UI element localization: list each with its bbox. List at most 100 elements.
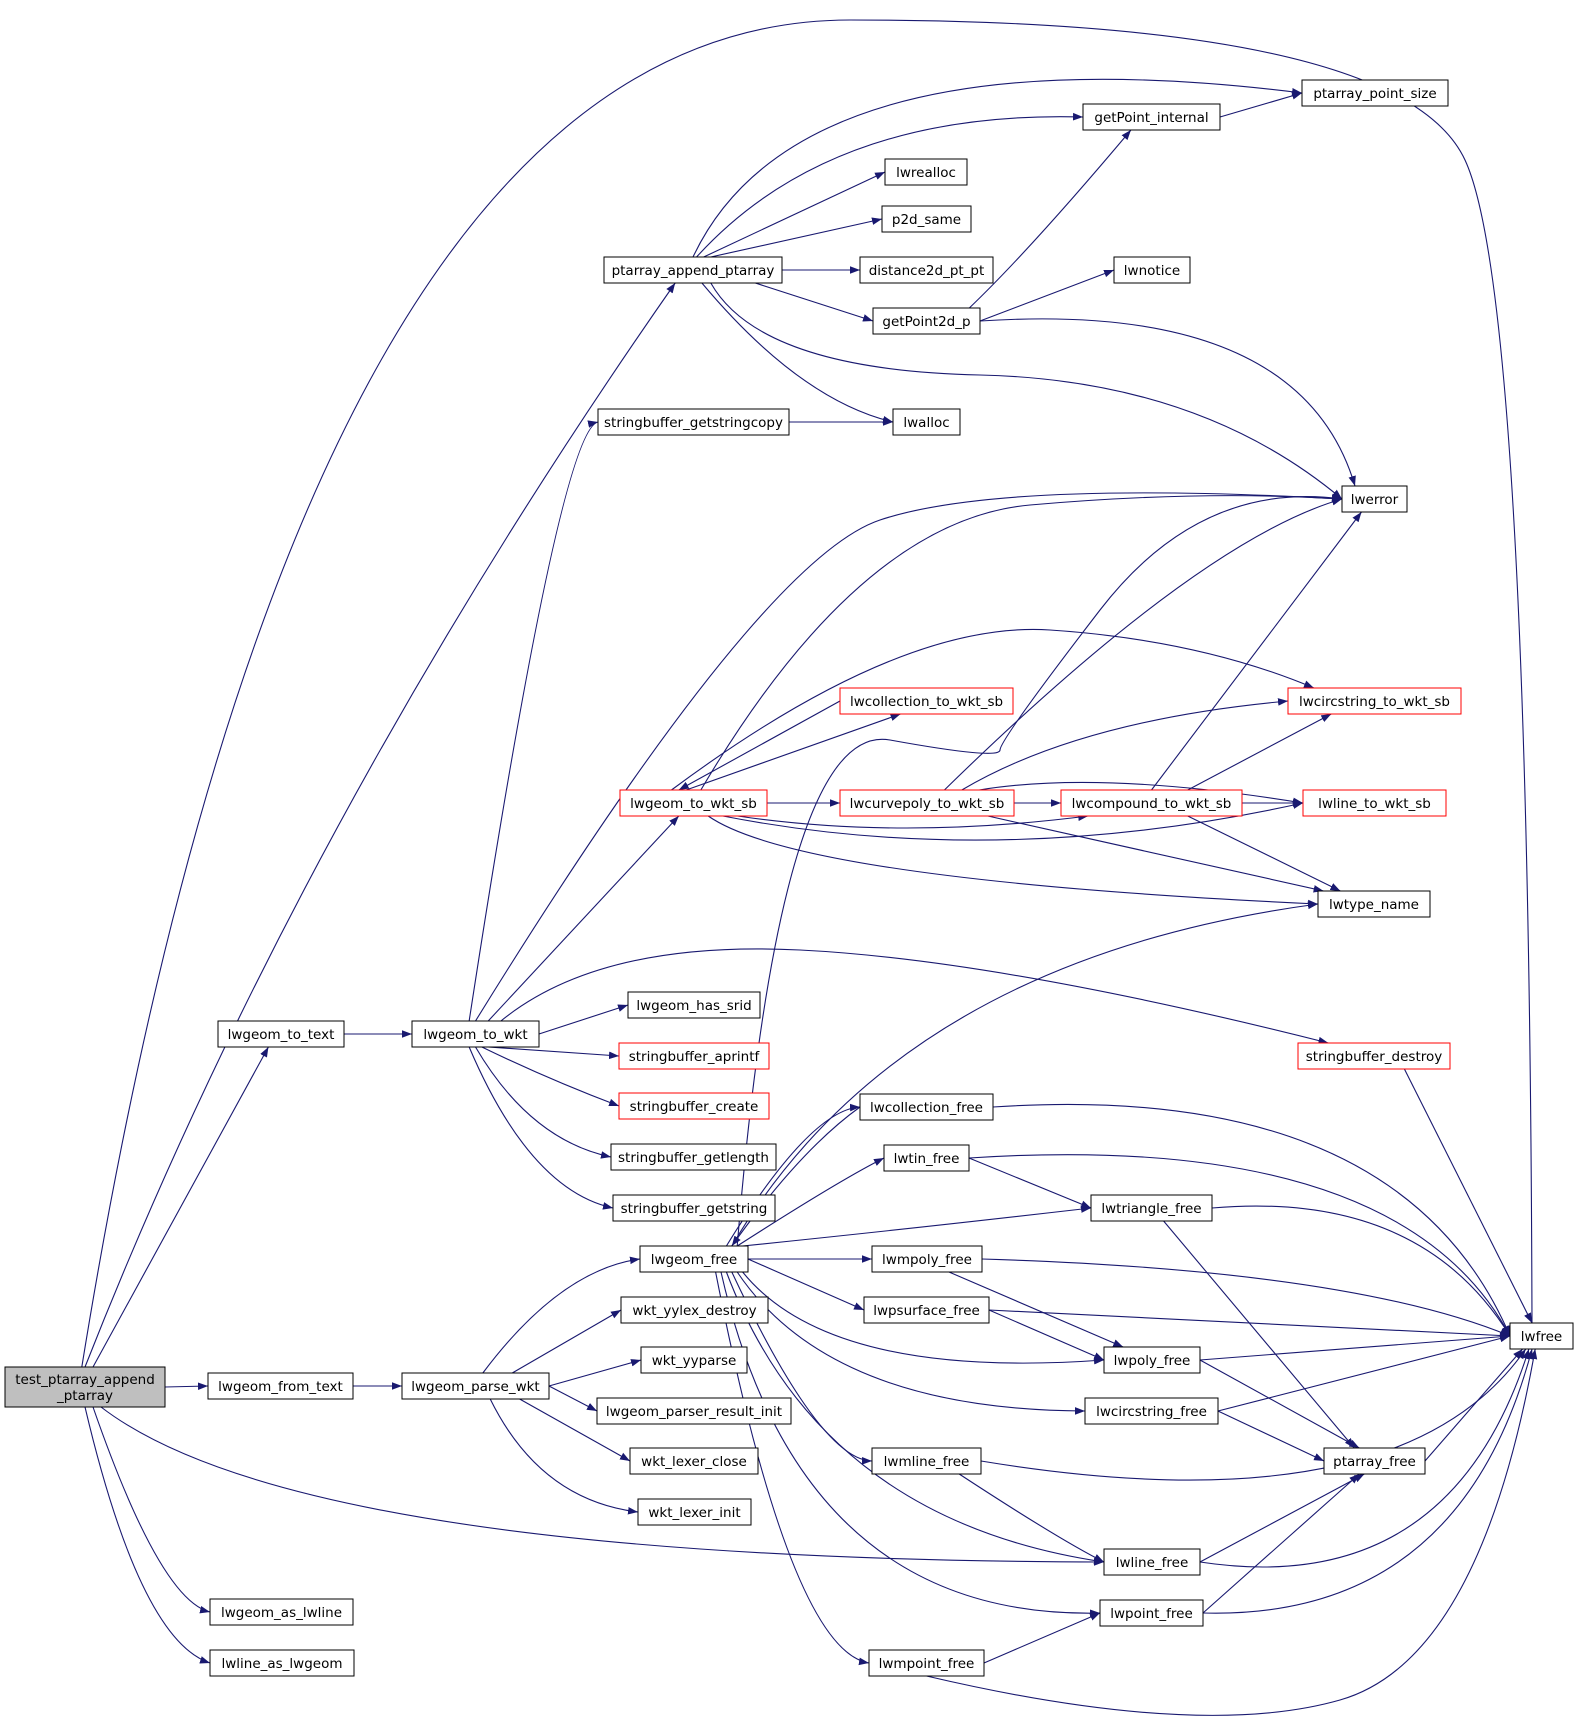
- node-lwfree[interactable]: lwfree: [1509, 1322, 1574, 1350]
- edge-lwgeom_to_wkt-to-stringbuffer_create: [481, 1046, 620, 1107]
- node-box: [859, 256, 994, 284]
- node-stringbuffer-getstring[interactable]: stringbuffer_getstring: [612, 1194, 776, 1222]
- node-lwtype-name[interactable]: lwtype_name: [1317, 890, 1431, 918]
- edge-lwcollection_free-to-lwgeom_free: [731, 1106, 861, 1247]
- edge-lwgeom_free-to-lwpoly_free: [742, 1271, 1105, 1365]
- node-lwgeom-from-text[interactable]: lwgeom_from_text: [207, 1372, 354, 1400]
- node-lwgeom-to-wkt-sb[interactable]: lwgeom_to_wkt_sb: [619, 789, 768, 817]
- node-box: [619, 789, 768, 817]
- node-test-ptarray-append-ptarray[interactable]: test_ptarray_append_ptarray: [4, 1366, 166, 1408]
- node-p2d-same[interactable]: p2d_same: [881, 205, 972, 233]
- edge-lwmline_free-to-lwline_free: [958, 1473, 1105, 1563]
- node-label: lwrealloc: [896, 165, 956, 181]
- node-lwtriangle-free[interactable]: lwtriangle_free: [1090, 1194, 1213, 1222]
- node-lwtin-free[interactable]: lwtin_free: [883, 1144, 970, 1172]
- edge-lwgeom_parse_wkt-to-wkt_yylex_destroy: [511, 1309, 622, 1374]
- node-box: [1084, 1397, 1219, 1425]
- edge-lwcollection_to_wkt_sb-to-lwgeom_to_wkt_sb: [678, 700, 841, 791]
- node-stringbuffer-destroy[interactable]: stringbuffer_destroy: [1297, 1042, 1451, 1070]
- node-lwgeom-free[interactable]: lwgeom_free: [639, 1245, 749, 1273]
- node-label: lwcircstring_to_wkt_sb: [1299, 694, 1450, 710]
- node-box: [1082, 103, 1221, 131]
- node-box: [612, 1194, 776, 1222]
- node-label: lwcollection_free: [870, 1100, 983, 1116]
- edge-lwcircstring_free-to-ptarray_free: [1217, 1410, 1325, 1462]
- node-lwnotice[interactable]: lwnotice: [1113, 256, 1191, 284]
- edge-stringbuffer_destroy-to-lwfree: [1403, 1068, 1533, 1324]
- node-getPoint-internal[interactable]: getPoint_internal: [1082, 103, 1221, 131]
- node-lwline-as-lwgeom[interactable]: lwline_as_lwgeom: [209, 1649, 355, 1677]
- node-label: stringbuffer_create: [630, 1099, 759, 1115]
- edge-lwtriangle_free-to-ptarray_free: [1163, 1220, 1355, 1449]
- node-ptarray-append-ptarray[interactable]: ptarray_append_ptarray: [603, 256, 783, 284]
- node-lwgeom-parser-result-init[interactable]: lwgeom_parser_result_init: [596, 1397, 792, 1425]
- node-lwcurvepoly-to-wkt-sb[interactable]: lwcurvepoly_to_wkt_sb: [839, 789, 1015, 817]
- node-lwgeom-parse-wkt[interactable]: lwgeom_parse_wkt: [401, 1372, 550, 1400]
- node-label: lwgeom_parser_result_init: [606, 1404, 782, 1420]
- node-label: lwline_free: [1116, 1555, 1189, 1571]
- node-box: [1297, 1042, 1451, 1070]
- edge-lwmpoly_free-to-lwfree: [981, 1258, 1511, 1337]
- function-nodes: test_ptarray_append_ptarray lwfree lwgeom_…: [4, 79, 1574, 1677]
- node-lwpoint-free[interactable]: lwpoint_free: [1099, 1599, 1204, 1627]
- edge-lwgeom_parse_wkt-to-lwgeom_parser_result_init: [548, 1385, 598, 1412]
- edge-lwmpoint_free-to-lwpoint_free: [983, 1612, 1101, 1664]
- node-getPoint2d-p[interactable]: getPoint2d_p: [872, 307, 981, 335]
- node-lwrealloc[interactable]: lwrealloc: [884, 158, 968, 186]
- node-lwpoly-free[interactable]: lwpoly_free: [1103, 1346, 1201, 1374]
- node-box: [610, 1143, 777, 1171]
- node-lwgeom-to-wkt[interactable]: lwgeom_to_wkt: [411, 1020, 540, 1048]
- node-lwalloc[interactable]: lwalloc: [892, 408, 961, 436]
- edge-getPoint2d_p-to-getPoint_internal: [968, 129, 1132, 309]
- node-wkt-yyparse[interactable]: wkt_yyparse: [640, 1346, 748, 1374]
- node-box: [637, 1498, 752, 1526]
- edge-lwgeom_to_wkt-to-lwgeom_has_srid: [538, 1004, 629, 1035]
- node-lwcircstring-free[interactable]: lwcircstring_free: [1084, 1397, 1219, 1425]
- edge-lwgeom_parse_wkt-to-wkt_yyparse: [548, 1359, 642, 1387]
- node-lwmpoly-free[interactable]: lwmpoly_free: [871, 1245, 983, 1273]
- node-distance2d-pt-pt[interactable]: distance2d_pt_pt: [859, 256, 994, 284]
- node-box: [863, 1296, 990, 1324]
- node-wkt-yylex-destroy[interactable]: wkt_yylex_destroy: [620, 1296, 769, 1324]
- node-lwline-free[interactable]: lwline_free: [1103, 1548, 1201, 1576]
- edge-test_ptarray_append_ptarray-to-lwfree: [81, 19, 1536, 1368]
- node-stringbuffer-getstringcopy[interactable]: stringbuffer_getstringcopy: [597, 408, 790, 436]
- node-lwgeom-to-text[interactable]: lwgeom_to_text: [217, 1020, 345, 1048]
- node-lwgeom-as-lwline[interactable]: lwgeom_as_lwline: [209, 1598, 354, 1626]
- node-label: lwmpoly_free: [882, 1252, 972, 1268]
- edge-lwgeom_to_wkt-to-stringbuffer_aprintf: [488, 1046, 620, 1060]
- node-stringbuffer-create[interactable]: stringbuffer_create: [618, 1092, 770, 1120]
- node-wkt-lexer-close[interactable]: wkt_lexer_close: [629, 1447, 759, 1475]
- node-lwcompound-to-wkt-sb[interactable]: lwcompound_to_wkt_sb: [1060, 789, 1243, 817]
- node-lwcollection-to-wkt-sb[interactable]: lwcollection_to_wkt_sb: [839, 687, 1014, 715]
- node-lwcollection-free[interactable]: lwcollection_free: [859, 1093, 994, 1121]
- edge-lwline_free-to-lwfree: [1199, 1348, 1530, 1568]
- node-lwerror[interactable]: lwerror: [1341, 485, 1408, 513]
- edge-lwtin_free-to-lwfree: [968, 1154, 1511, 1337]
- node-label: lwpoint_free: [1110, 1606, 1193, 1622]
- node-box: [620, 1296, 769, 1324]
- node-stringbuffer-getlength[interactable]: stringbuffer_getlength: [610, 1143, 777, 1171]
- edge-lwgeom_free-to-lwline_free: [725, 1271, 1105, 1565]
- edge-ptarray_append_ptarray-to-ptarray_point_size: [692, 78, 1303, 258]
- node-label: lwalloc: [903, 415, 949, 431]
- edge-lwgeom_to_wkt_sb-to-lwcollection_to_wkt_sb: [685, 713, 901, 791]
- node-box: [1287, 687, 1462, 715]
- node-ptarray-free[interactable]: ptarray_free: [1323, 1447, 1426, 1475]
- edge-test_ptarray_append_ptarray-to-lwgeom_to_text: [92, 1046, 269, 1368]
- node-ptarray-point-size[interactable]: ptarray_point_size: [1301, 79, 1449, 107]
- node-lwgeom-has-srid[interactable]: lwgeom_has_srid: [627, 991, 761, 1019]
- node-wkt-lexer-init[interactable]: wkt_lexer_init: [637, 1498, 752, 1526]
- node-lwpsurface-free[interactable]: lwpsurface_free: [863, 1296, 990, 1324]
- node-label: lwerror: [1351, 492, 1399, 508]
- node-lwmpoint-free[interactable]: lwmpoint_free: [868, 1649, 985, 1677]
- node-box: [411, 1020, 540, 1048]
- node-box: [1113, 256, 1191, 284]
- node-stringbuffer-aprintf[interactable]: stringbuffer_aprintf: [618, 1042, 770, 1070]
- node-box: [596, 1397, 792, 1425]
- node-lwline-to-wkt-sb[interactable]: lwline_to_wkt_sb: [1302, 789, 1447, 817]
- node-lwmline-free[interactable]: lwmline_free: [871, 1447, 982, 1475]
- edge-lwgeom_free-to-lwpoint_free: [720, 1271, 1101, 1618]
- node-lwcircstring-to-wkt-sb[interactable]: lwcircstring_to_wkt_sb: [1287, 687, 1462, 715]
